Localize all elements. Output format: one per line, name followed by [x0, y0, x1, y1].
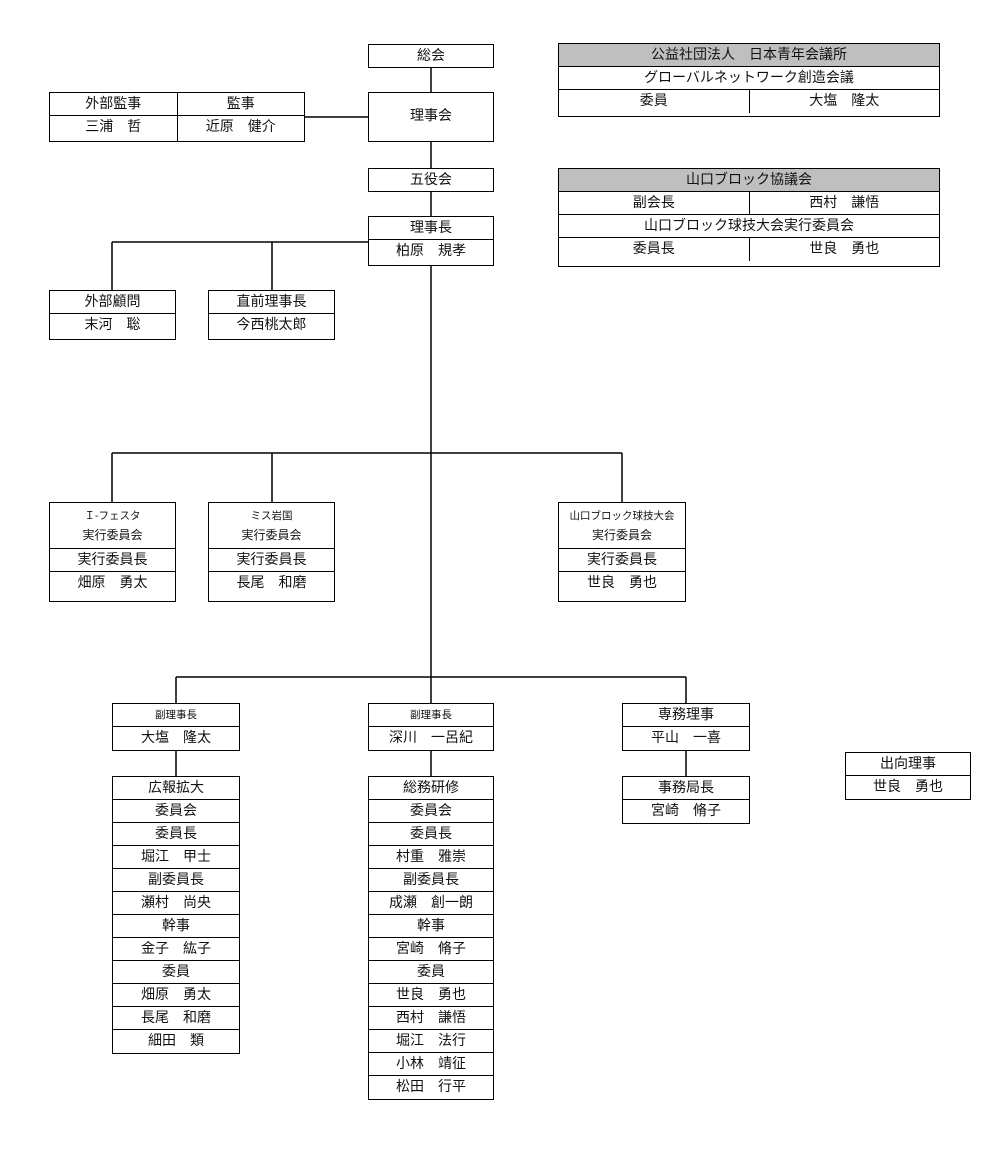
general-affairs-row: 世良 勇也	[369, 984, 493, 1007]
ifesta-line2: 実行委員会	[82, 527, 143, 542]
jci-box: 公益社団法人 日本青年会議所 グローバルネットワーク創造会議 委員 大塩 隆太	[558, 43, 940, 117]
vice-president-2-title: 副理事長	[369, 704, 493, 727]
auditor-box: 外部監事 三浦 哲 監事 近原 健介	[49, 92, 305, 142]
seconded-director-title: 出向理事	[846, 753, 970, 776]
miss-header: ミス岩国 実行委員会	[209, 503, 334, 549]
ifesta-header: Ｉ-フェスタ 実行委員会	[50, 503, 175, 549]
general-affairs-row: 村重 雅崇	[369, 846, 493, 869]
miss-line1: ミス岩国	[250, 509, 293, 522]
ballgame-line1: 山口ブロック球技大会	[569, 509, 675, 522]
external-auditor-title: 外部監事	[50, 93, 177, 116]
executive-director-box: 専務理事 平山 一喜	[622, 703, 750, 751]
executive-director-name: 平山 一喜	[651, 730, 721, 746]
general-affairs-row: 副委員長	[369, 869, 493, 892]
pr-committee-row: 委員長	[113, 823, 239, 846]
past-president-box: 直前理事長 今西桃太郎	[208, 290, 335, 340]
rijicho-title: 理事長	[369, 217, 493, 240]
pr-committee-row: 瀬村 尚央	[113, 892, 239, 915]
auditor-name: 近原 健介	[205, 119, 276, 135]
external-advisor-box: 外部顧問 末河 聡	[49, 290, 176, 340]
general-affairs-row: 幹事	[369, 915, 493, 938]
yamaguchi-sub: 山口ブロック球技大会実行委員会	[559, 215, 939, 238]
general-affairs-row: 委員会	[369, 800, 493, 823]
pr-committee-row: 長尾 和磨	[113, 1007, 239, 1030]
pr-committee-box: 広報拡大 委員会 委員長 堀江 甲士 副委員長 瀬村 尚央 幹事 金子 紘子 委…	[112, 776, 240, 1054]
soukai-label: 総会	[417, 48, 445, 64]
general-affairs-row: 西村 謙悟	[369, 1007, 493, 1030]
external-advisor-title: 外部顧問	[50, 291, 175, 314]
miss-line2: 実行委員会	[241, 527, 302, 542]
auditor-title: 監事	[177, 93, 304, 116]
pr-committee-row: 副委員長	[113, 869, 239, 892]
general-affairs-row: 委員	[369, 961, 493, 984]
past-president-name: 今西桃太郎	[236, 317, 307, 333]
ballgame-header: 山口ブロック球技大会 実行委員会	[559, 503, 685, 549]
pr-committee-row: 堀江 甲士	[113, 846, 239, 869]
rijicho-box: 理事長 柏原 規孝	[368, 216, 494, 266]
general-affairs-row: 堀江 法行	[369, 1030, 493, 1053]
goyakukai-box: 五役会	[368, 168, 494, 192]
vice-president-1-box: 副理事長 大塩 隆太	[112, 703, 240, 751]
past-president-title: 直前理事長	[209, 291, 334, 314]
general-affairs-row: 成瀬 創一朗	[369, 892, 493, 915]
ballgame-box: 山口ブロック球技大会 実行委員会 実行委員長 世良 勇也	[558, 502, 686, 602]
pr-committee-row: 広報拡大	[113, 777, 239, 800]
rijikai-label: 理事会	[410, 108, 452, 124]
pr-committee-row: 幹事	[113, 915, 239, 938]
external-advisor-name: 末河 聡	[84, 317, 141, 333]
ifesta-name: 畑原 勇太	[77, 575, 148, 591]
soukai-box: 総会	[368, 44, 494, 68]
rijikai-box: 理事会	[368, 92, 494, 142]
pr-committee-row: 細田 類	[148, 1033, 204, 1049]
secretary-general-name: 宮崎 脩子	[651, 803, 721, 819]
ballgame-name: 世良 勇也	[587, 575, 657, 591]
vice-president-1-name: 大塩 隆太	[141, 730, 211, 746]
external-auditor: 外部監事 三浦 哲	[50, 93, 178, 141]
ifesta-line1: Ｉ-フェスタ	[84, 509, 141, 522]
general-affairs-row: 松田 行平	[396, 1079, 466, 1095]
auditor: 監事 近原 健介	[177, 93, 304, 141]
general-affairs-committee-box: 総務研修 委員会 委員長 村重 雅崇 副委員長 成瀬 創一朗 幹事 宮崎 脩子 …	[368, 776, 494, 1100]
secretary-general-title: 事務局長	[623, 777, 749, 800]
yamaguchi-name2: 世良 勇也	[809, 241, 880, 257]
yamaguchi-row2: 委員長 世良 勇也	[559, 238, 939, 261]
goyakukai-label: 五役会	[410, 172, 452, 188]
vice-president-2-box: 副理事長 深川 一呂紀	[368, 703, 494, 751]
yamaguchi-name1: 西村 謙悟	[809, 195, 880, 211]
yamaguchi-block-box: 山口ブロック協議会 副会長 西村 謙悟 山口ブロック球技大会実行委員会 委員長 …	[558, 168, 940, 267]
jci-sub: グローバルネットワーク創造会議	[559, 67, 939, 90]
ifesta-box: Ｉ-フェスタ 実行委員会 実行委員長 畑原 勇太	[49, 502, 176, 602]
seconded-director-box: 出向理事 世良 勇也	[845, 752, 971, 800]
executive-director-title: 専務理事	[623, 704, 749, 727]
seconded-director-name: 世良 勇也	[873, 779, 943, 795]
general-affairs-row: 総務研修	[369, 777, 493, 800]
jci-row: 委員 大塩 隆太	[559, 90, 939, 113]
pr-committee-row: 畑原 勇太	[113, 984, 239, 1007]
miss-iwakuni-box: ミス岩国 実行委員会 実行委員長 長尾 和磨	[208, 502, 335, 602]
vice-president-2-name: 深川 一呂紀	[389, 730, 473, 746]
vice-president-1-title: 副理事長	[113, 704, 239, 727]
general-affairs-row: 小林 靖征	[369, 1053, 493, 1076]
jci-header: 公益社団法人 日本青年会議所	[559, 44, 939, 67]
pr-committee-row: 金子 紘子	[113, 938, 239, 961]
external-auditor-name: 三浦 哲	[85, 119, 142, 135]
yamaguchi-role2: 委員長	[559, 238, 750, 261]
pr-committee-row: 委員会	[113, 800, 239, 823]
pr-committee-row: 委員	[113, 961, 239, 984]
rijicho-name: 柏原 規孝	[396, 243, 466, 259]
yamaguchi-header: 山口ブロック協議会	[559, 169, 939, 192]
jci-name: 大塩 隆太	[809, 93, 880, 109]
ballgame-role: 実行委員長	[559, 549, 685, 572]
yamaguchi-row1: 副会長 西村 謙悟	[559, 192, 939, 215]
ballgame-line2: 実行委員会	[591, 527, 652, 542]
ifesta-role: 実行委員長	[50, 549, 175, 572]
general-affairs-row: 委員長	[369, 823, 493, 846]
yamaguchi-role1: 副会長	[559, 192, 750, 214]
miss-name: 長尾 和磨	[236, 575, 307, 591]
miss-role: 実行委員長	[209, 549, 334, 572]
general-affairs-row: 宮崎 脩子	[369, 938, 493, 961]
jci-role: 委員	[559, 90, 750, 113]
secretary-general-box: 事務局長 宮崎 脩子	[622, 776, 750, 824]
